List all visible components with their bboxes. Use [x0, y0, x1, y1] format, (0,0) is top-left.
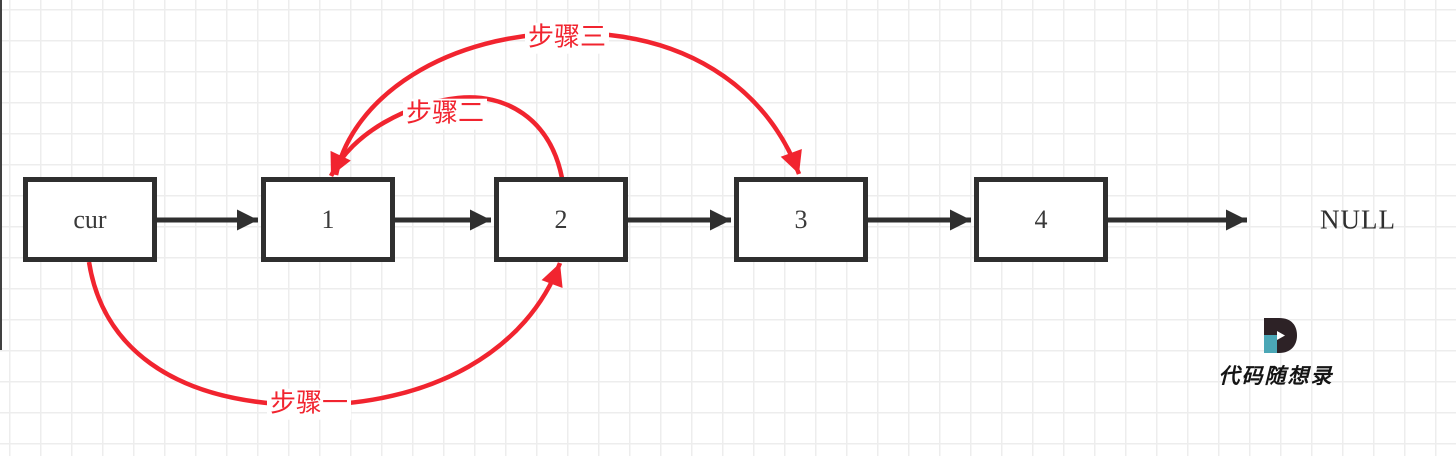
logo-d-icon	[1263, 318, 1297, 353]
node-cur: cur	[23, 177, 157, 262]
screenshot-left-edge	[0, 0, 2, 350]
node-3: 3	[734, 177, 868, 262]
step1-arrow-cur-to-2	[86, 261, 563, 408]
brand-name: 代码随想录	[1218, 364, 1334, 388]
null-terminator-label: NULL	[1320, 204, 1396, 235]
node-1-label: 1	[321, 204, 335, 234]
step3-label: 步骤三	[524, 22, 610, 54]
brand-watermark: 代码随想录	[1206, 316, 1346, 390]
node-2-label: 2	[554, 204, 568, 234]
node-1: 1	[261, 177, 395, 262]
node-cur-label: cur	[73, 204, 107, 234]
node-3-label: 3	[794, 204, 808, 234]
step2-label: 步骤二	[402, 98, 488, 130]
node-4-label: 4	[1034, 204, 1048, 234]
node-4: 4	[974, 177, 1108, 262]
step1-label: 步骤一	[266, 388, 352, 420]
node-2: 2	[494, 177, 628, 262]
step2-arrow-2-to-1	[328, 95, 565, 179]
